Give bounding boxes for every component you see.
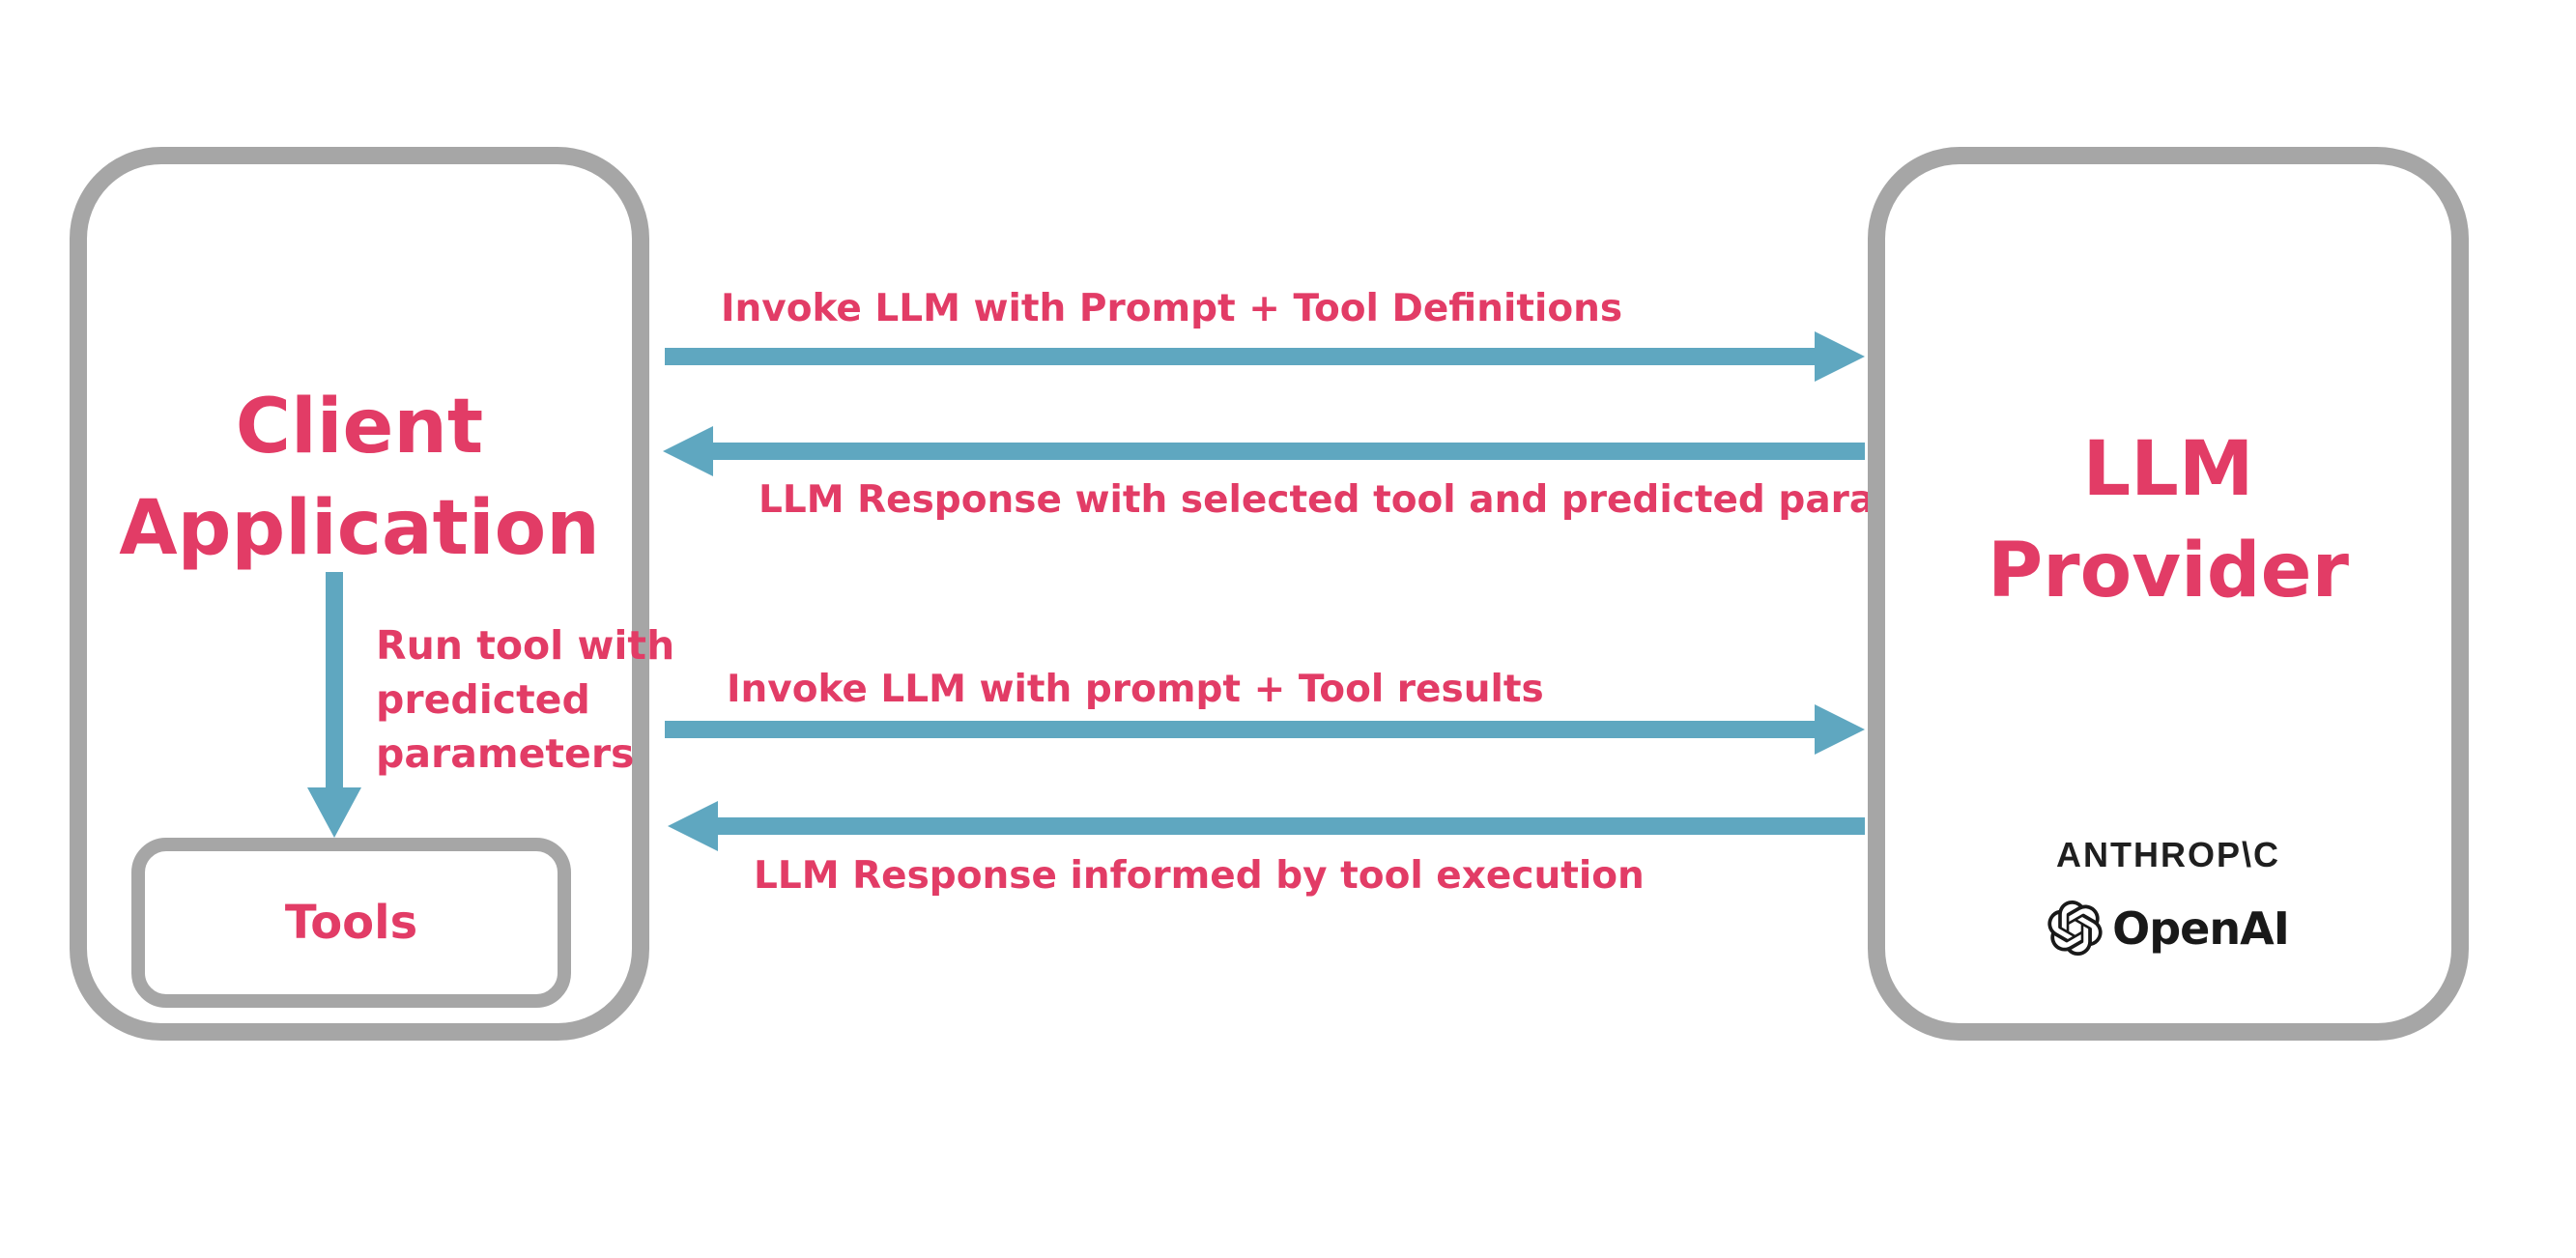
tools-box: Tools bbox=[131, 838, 571, 1008]
arrow-head bbox=[307, 787, 361, 838]
arrow-shaft bbox=[716, 817, 1865, 835]
llm-provider-box bbox=[1868, 147, 2469, 1041]
arrow-shaft bbox=[326, 572, 343, 787]
run-tool-arrow-down-icon bbox=[307, 572, 361, 838]
arrow-head bbox=[1815, 331, 1865, 382]
arrow-shaft bbox=[665, 721, 1817, 738]
openai-logo: OpenAI bbox=[1868, 901, 2469, 956]
message-label-invoke-with-tool-definitions: Invoke LLM with Prompt + Tool Definition… bbox=[721, 287, 1623, 330]
message-arrow-right-3-icon bbox=[665, 704, 1865, 755]
openai-logo-text: OpenAI bbox=[2112, 901, 2290, 955]
message-label-response-informed-by-tool: LLM Response informed by tool execution bbox=[754, 854, 1645, 898]
message-label-invoke-with-tool-results: Invoke LLM with prompt + Tool results bbox=[727, 668, 1544, 711]
tools-label: Tools bbox=[284, 896, 418, 950]
message-arrow-left-4-icon bbox=[668, 801, 1865, 851]
message-arrow-right-1-icon bbox=[665, 331, 1865, 382]
llm-provider-title: LLM Provider bbox=[1868, 419, 2469, 622]
client-title-line1: Client bbox=[235, 384, 484, 471]
arrow-head bbox=[668, 801, 718, 851]
arrow-shaft bbox=[665, 348, 1817, 365]
run-tool-label: Run tool with predicted parameters bbox=[376, 622, 675, 777]
client-title-line2: Application bbox=[119, 485, 600, 572]
arrow-shaft bbox=[711, 443, 1865, 460]
arrow-head bbox=[1815, 704, 1865, 755]
client-application-title: Client Application bbox=[70, 377, 649, 580]
message-arrow-left-2-icon bbox=[663, 426, 1865, 476]
provider-title-line1: LLM bbox=[2082, 426, 2254, 513]
anthropic-logo-text: ANTHROP\C bbox=[2056, 835, 2280, 874]
arrow-head bbox=[663, 426, 713, 476]
provider-title-line2: Provider bbox=[1987, 528, 2349, 615]
openai-logo-icon bbox=[2047, 901, 2103, 956]
message-label-response-selected-tool: LLM Response with selected tool and pred… bbox=[758, 478, 2024, 522]
